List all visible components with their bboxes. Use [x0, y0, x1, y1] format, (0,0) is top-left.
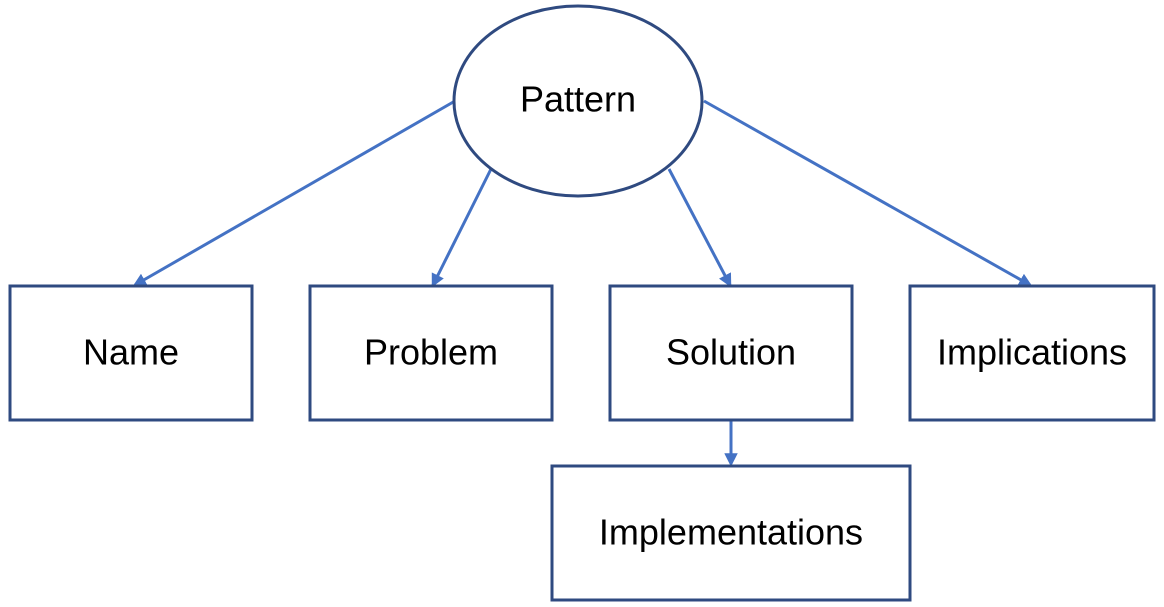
problem-node: [308, 284, 554, 422]
implications-label: Implications: [937, 332, 1127, 373]
connector-pattern-to-problem: [431, 168, 493, 288]
implementations-node: [550, 464, 912, 602]
implementations-label: Implementations: [599, 512, 863, 553]
name-node: [8, 284, 254, 422]
implications-node: [908, 284, 1156, 422]
solution-node: [608, 284, 854, 422]
connector-pattern-to-solution: [667, 168, 732, 288]
problem-label: Problem: [364, 332, 498, 373]
connector-pattern-to-name: [132, 99, 456, 287]
connector-pattern-to-implications: [703, 99, 1033, 287]
pattern-node: [452, 4, 704, 198]
name-label: Name: [83, 332, 179, 373]
pattern-label: Pattern: [520, 79, 636, 120]
solution-label: Solution: [666, 332, 796, 373]
